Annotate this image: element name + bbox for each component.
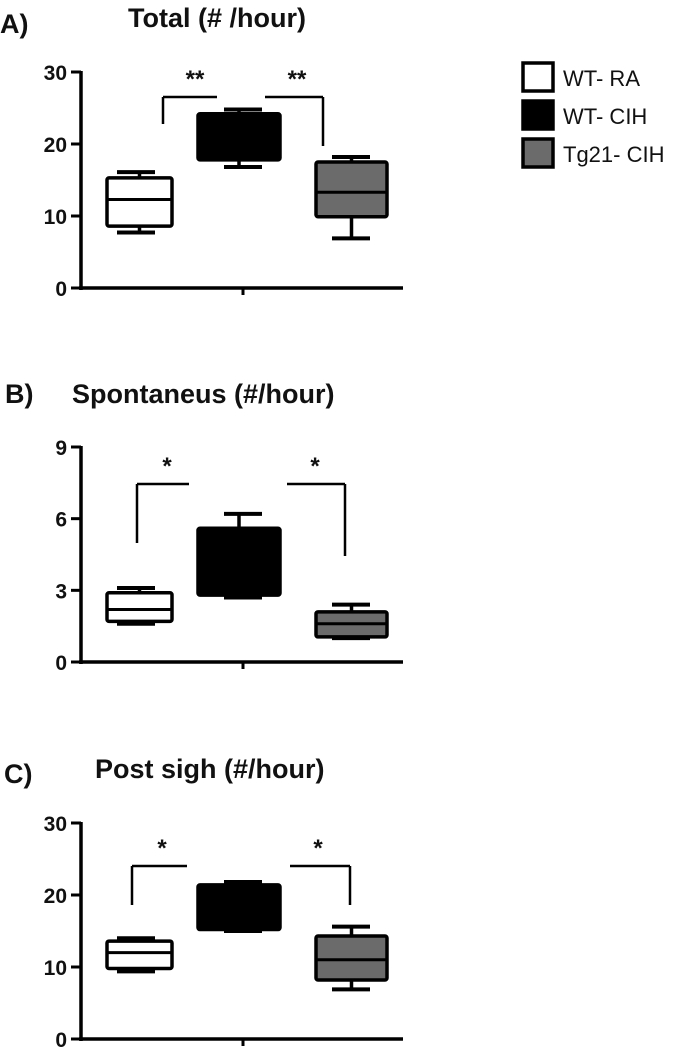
panel-title: Post sigh (#/hour): [95, 754, 325, 784]
box-tg21-cih: [314, 602, 389, 641]
y-tick-label: 10: [44, 957, 67, 980]
y-tick-label: 0: [55, 652, 67, 675]
significance-stars: *: [162, 453, 172, 480]
panel-title: Total (# /hour): [128, 3, 306, 33]
panel-3: C) Post sigh (#/hour) 0 10 20 30 * *: [4, 754, 403, 1051]
y-tick-label: 3: [55, 580, 67, 603]
y-tick-label: 30: [44, 813, 67, 836]
panel-1: A) Total (# /hour) 0 10 20 30 ** **: [0, 3, 403, 301]
bracket-line: [265, 95, 325, 146]
y-tick-label: 0: [55, 278, 67, 301]
legend: WT- RA WT- CIH Tg21- CIH: [521, 61, 664, 169]
bracket-line: [135, 482, 189, 543]
y-tick-label: 10: [44, 206, 67, 229]
box-body: [196, 526, 282, 597]
significance-stars: *: [310, 453, 320, 480]
box-wt-ra: [105, 936, 174, 974]
significance-stars: **: [288, 66, 307, 93]
significance-bracket: **: [265, 66, 325, 146]
significance-bracket: *: [130, 835, 187, 905]
box-body: [105, 939, 174, 971]
legend-label: Tg21- CIH: [563, 142, 664, 167]
panel-label: C): [4, 759, 33, 789]
legend-swatch: [521, 61, 555, 93]
box-body: [196, 112, 282, 162]
bracket-line: [290, 864, 352, 905]
bracket-line: [287, 482, 347, 556]
legend-swatch: [521, 99, 555, 131]
legend-label: WT- CIH: [563, 104, 647, 129]
box-body: [105, 176, 174, 228]
box-body: [105, 590, 174, 624]
box-wt-ra: [105, 170, 174, 235]
y-tick-label: 6: [55, 509, 67, 532]
bracket-line: [161, 95, 217, 124]
significance-bracket: *: [290, 835, 352, 905]
y-tick-label: 20: [44, 885, 67, 908]
panel-2: B) Spontaneus (#/hour) 0 3 6 9 * *: [5, 379, 403, 675]
y-tick-label: 30: [44, 62, 67, 85]
legend-item: WT- CIH: [521, 99, 647, 131]
box-tg21-cih: [314, 924, 389, 992]
box-wt-cih: [196, 511, 282, 600]
box-body: [314, 934, 389, 982]
significance-stars: *: [313, 835, 323, 862]
y-tick-label: 20: [44, 134, 67, 157]
significance-bracket: **: [161, 66, 217, 124]
box-wt-cih: [196, 107, 282, 170]
panel-label: B): [5, 379, 34, 409]
legend-swatch: [521, 137, 555, 169]
legend-item: Tg21- CIH: [521, 137, 664, 169]
panel-label: A): [0, 9, 29, 39]
panel-title: Spontaneus (#/hour): [72, 379, 335, 409]
box-body: [314, 160, 389, 219]
significance-bracket: *: [287, 453, 347, 556]
box-tg21-cih: [314, 154, 389, 241]
y-tick-label: 9: [55, 437, 67, 460]
significance-stars: **: [186, 66, 205, 93]
legend-label: WT- RA: [563, 66, 640, 91]
significance-stars: *: [157, 835, 167, 862]
box-wt-ra: [105, 585, 174, 626]
bracket-line: [130, 864, 187, 905]
box-wt-cih: [196, 880, 282, 933]
significance-bracket: *: [135, 453, 189, 543]
y-tick-label: 0: [55, 1029, 67, 1051]
panels: A)Total (# /hour)0102030****B)Spontaneus…: [0, 3, 403, 1051]
legend-item: WT- RA: [521, 61, 640, 93]
